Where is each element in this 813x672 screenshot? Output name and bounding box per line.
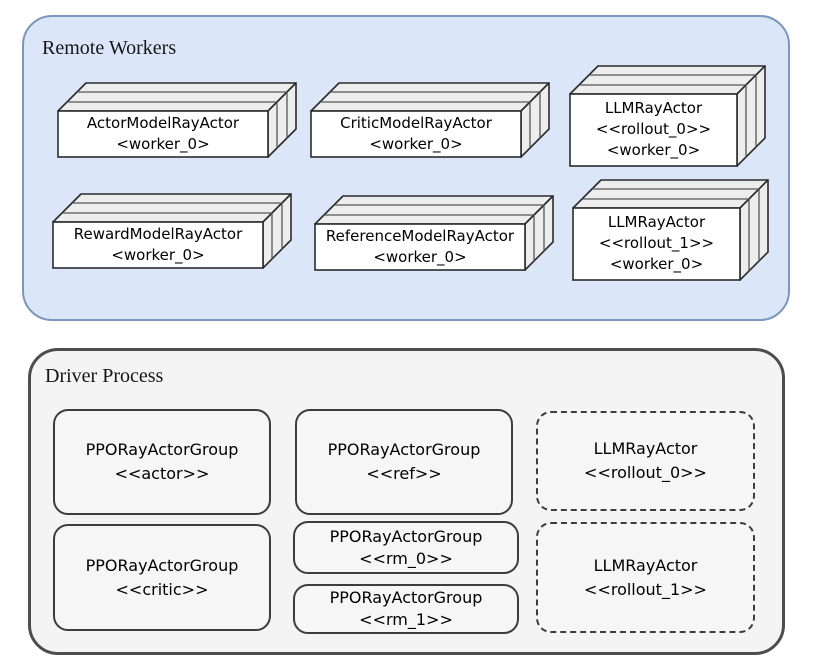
worker-node-actor: ActorModelRayActor <worker_0> (57, 82, 297, 158)
llm-actor-box-rollout-0: LLMRayActor <<rollout_0>> (536, 411, 755, 511)
group-stereotype: <<rollout_0>> (584, 463, 707, 482)
group-box-ref: PPORayActorGroup <<ref>> (295, 409, 513, 515)
group-box-critic: PPORayActorGroup <<critic>> (53, 524, 271, 631)
node-stereotype: <<rollout_0>> (595, 120, 712, 138)
group-name: PPORayActorGroup (329, 588, 483, 607)
node-stereotype: <<rollout_1>> (598, 234, 715, 252)
node-name: ActorModelRayActor (86, 113, 240, 132)
node-name: LLMRayActor (607, 213, 706, 231)
worker-node-critic: CriticModelRayActor <worker_0> (310, 82, 550, 158)
stacked-node-shape (572, 179, 769, 281)
stacked-node-shape (57, 82, 297, 158)
node-name: RewardModelRayActor (73, 224, 243, 243)
group-name: PPORayActorGroup (85, 555, 239, 575)
node-name: CriticModelRayActor (340, 113, 492, 132)
stacked-node-shape (52, 193, 292, 269)
stacked-node-shape (314, 195, 554, 271)
group-stereotype: <<ref>> (366, 464, 442, 483)
worker-node-llm-rollout-1: LLMRayActor <<rollout_1>> <worker_0> (572, 179, 769, 281)
worker-node-reward: RewardModelRayActor <worker_0> (52, 193, 292, 269)
driver-process-title: Driver Process (45, 365, 164, 387)
group-box-rm-0: PPORayActorGroup <<rm_0>> (293, 521, 519, 574)
group-stereotype: <<actor>> (114, 464, 210, 483)
node-name: LLMRayActor (604, 99, 703, 117)
group-name: PPORayActorGroup (329, 526, 483, 546)
remote-workers-title: Remote Workers (42, 37, 177, 59)
group-stereotype: <<rm_0>> (359, 548, 453, 568)
stacked-node-shape (310, 82, 550, 158)
worker-node-llm-rollout-0: LLMRayActor <<rollout_0>> <worker_0> (569, 65, 766, 167)
group-name: LLMRayActor (593, 555, 698, 575)
driver-process-panel: Driver Process PPORayActorGroup <<actor>… (28, 348, 785, 655)
group-stereotype: <<rm_1>> (359, 610, 453, 629)
group-name: LLMRayActor (593, 439, 698, 458)
stacked-node-shape (569, 65, 766, 167)
llm-actor-box-rollout-1: LLMRayActor <<rollout_1>> (536, 522, 755, 633)
remote-workers-panel: Remote Workers ActorModelRayActor <worke… (22, 15, 790, 321)
node-worker: <worker_0> (369, 134, 463, 153)
group-name: PPORayActorGroup (85, 440, 239, 459)
node-name: ReferenceModelRayActor (325, 226, 515, 245)
worker-node-reference: ReferenceModelRayActor <worker_0> (314, 195, 554, 271)
group-stereotype: <<critic>> (115, 579, 209, 599)
group-box-rm-1: PPORayActorGroup <<rm_1>> (293, 584, 519, 634)
node-worker: <worker_0> (111, 245, 205, 264)
node-worker: <worker_0> (606, 141, 701, 159)
node-worker: <worker_0> (609, 255, 704, 273)
node-worker: <worker_0> (116, 134, 210, 153)
group-stereotype: <<rollout_1>> (584, 579, 707, 599)
node-worker: <worker_0> (373, 247, 467, 266)
group-name: PPORayActorGroup (327, 440, 481, 459)
group-box-actor: PPORayActorGroup <<actor>> (53, 409, 271, 515)
